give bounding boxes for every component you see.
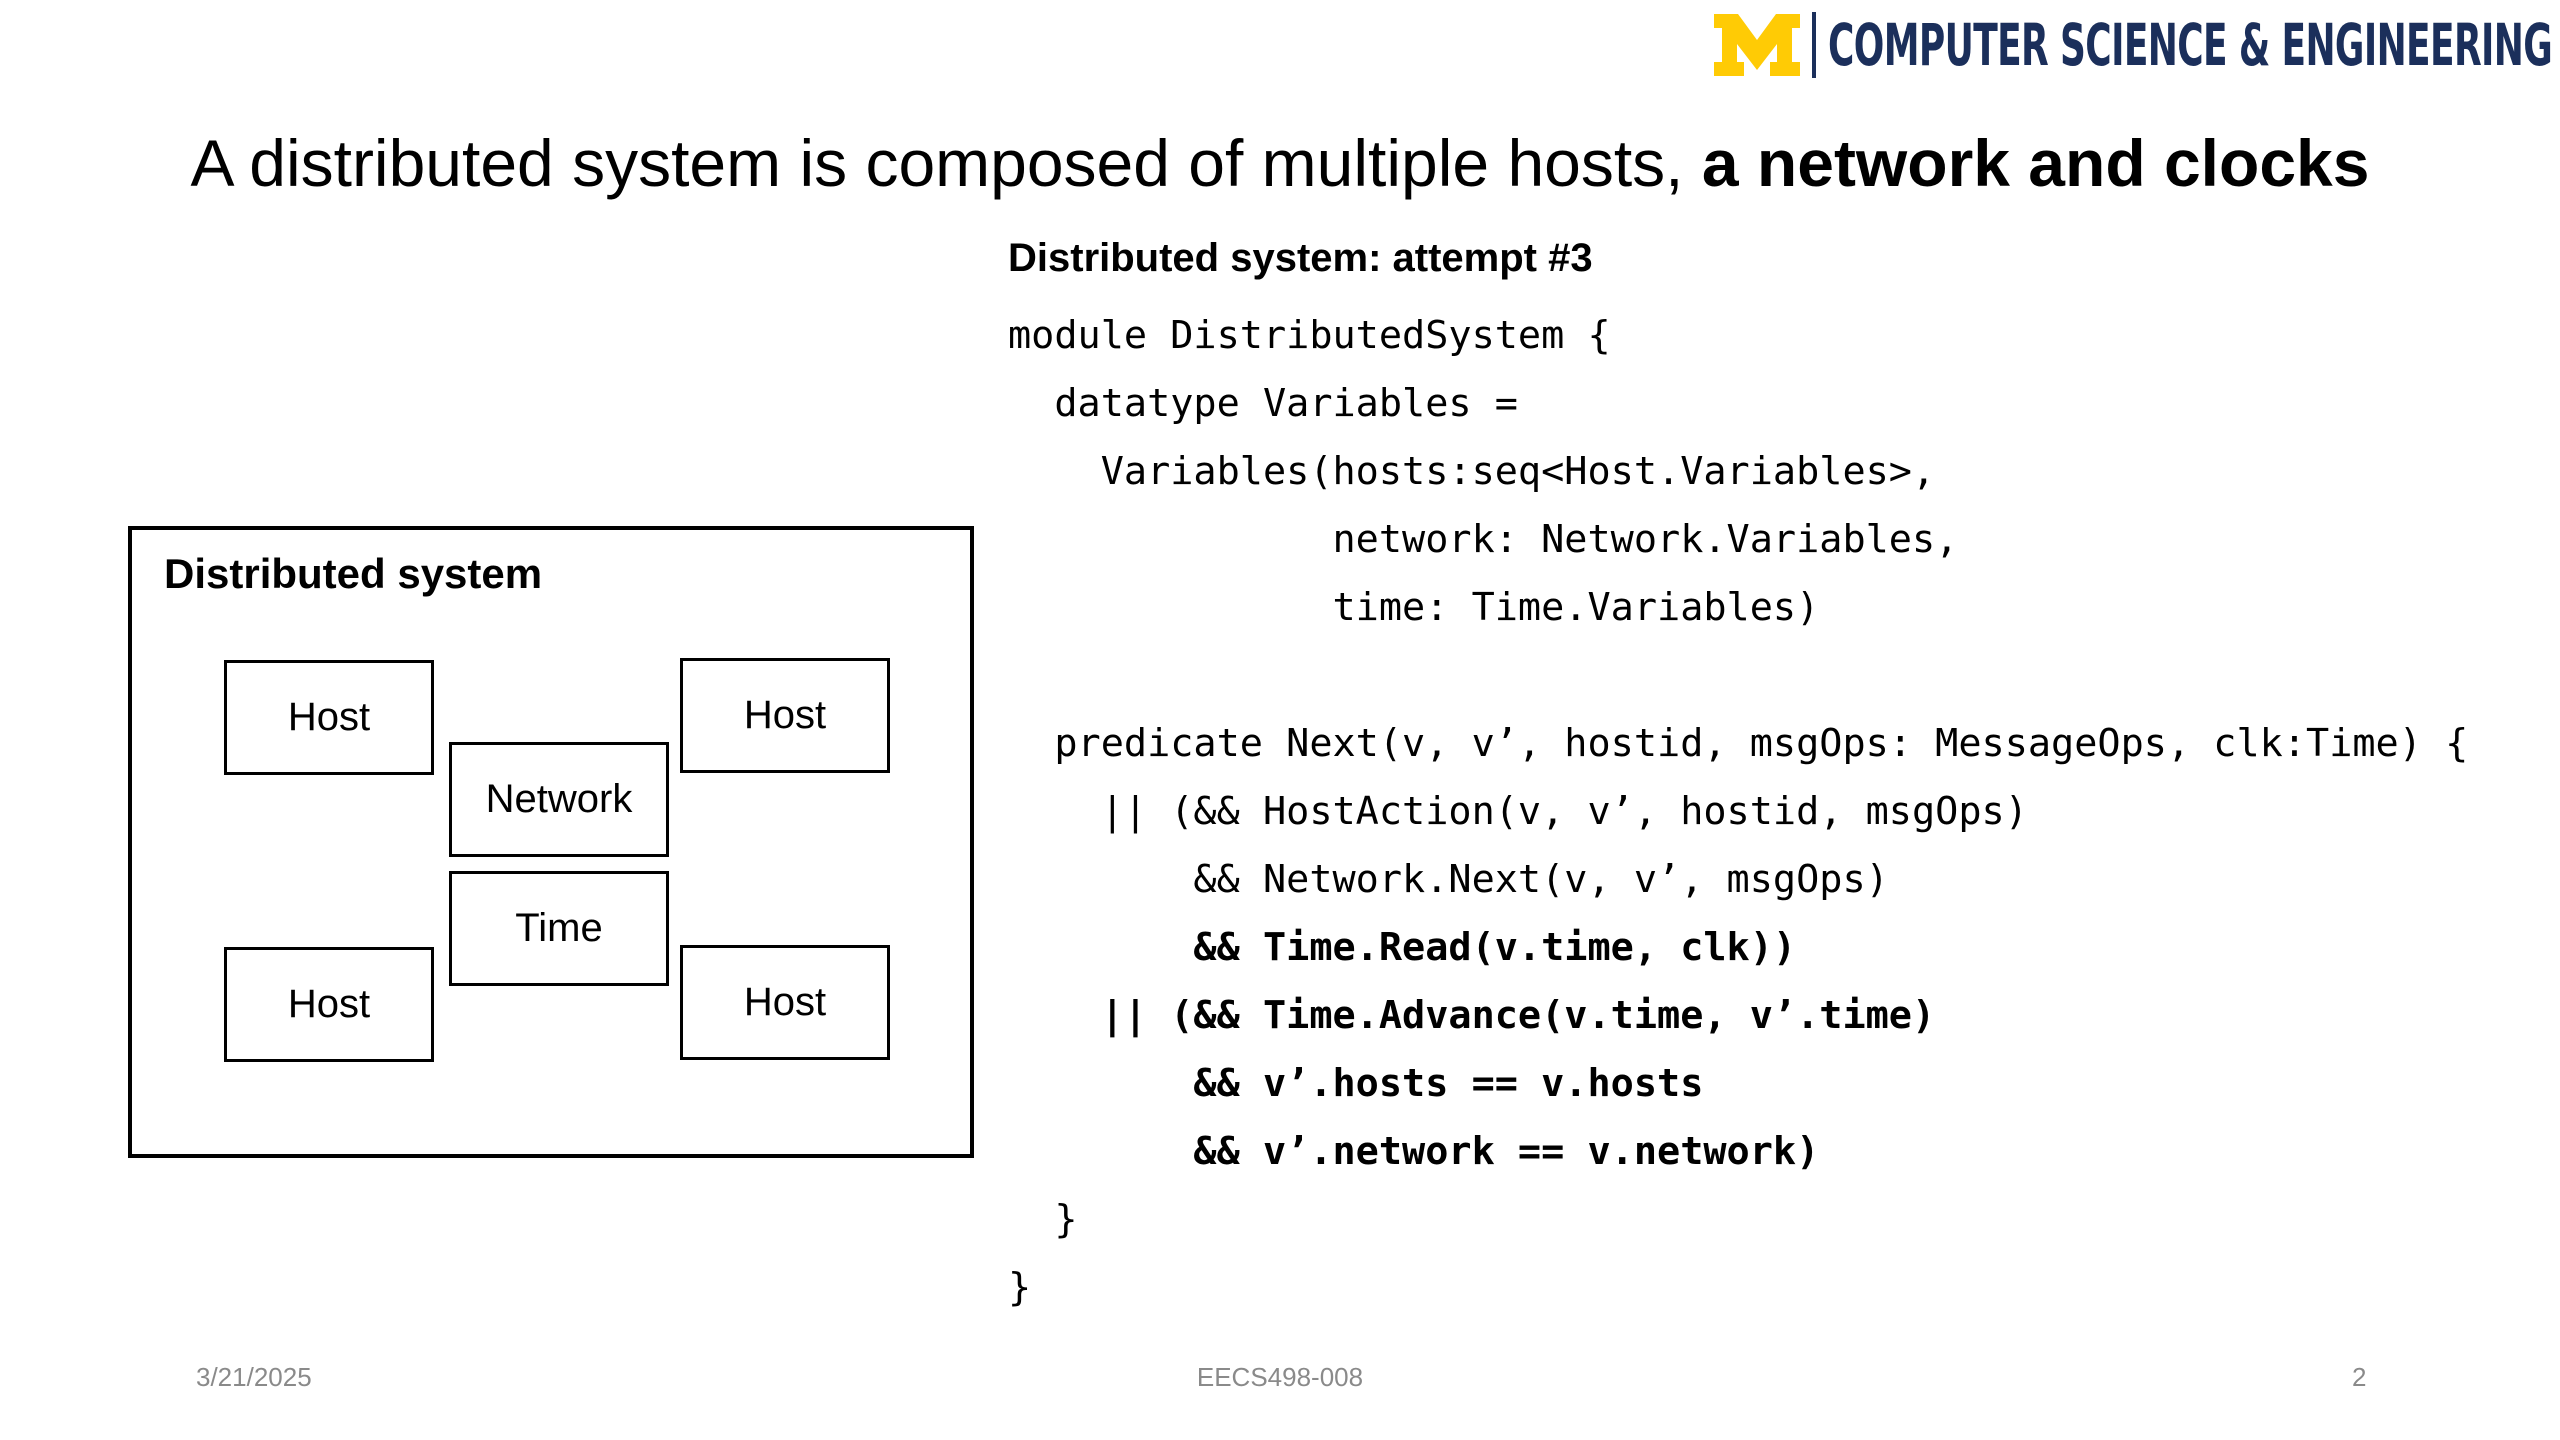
logo-divider xyxy=(1812,12,1816,78)
code-line: || (&& Time.Advance(v.time, v’.time) xyxy=(1008,993,1936,1038)
diagram-title: Distributed system xyxy=(164,550,543,597)
code-line: } xyxy=(1008,1265,1032,1310)
time-node: Time xyxy=(449,871,669,986)
slide-title-regular: A distributed system is composed of mult… xyxy=(190,126,1702,200)
code-line: && v’.network == v.network) xyxy=(1008,1129,1820,1174)
host-node-top-left: Host xyxy=(224,660,434,775)
header-logo: COMPUTER SCIENCE & ENGINEERING xyxy=(1712,8,2553,82)
footer-date: 3/21/2025 xyxy=(196,1362,312,1392)
slide-title-bold: a network and clocks xyxy=(1701,126,2370,200)
distributed-system-diagram: Distributed system Host Host Network Tim… xyxy=(128,526,974,1158)
code-line: Variables(hosts:seq<Host.Variables>, xyxy=(1008,449,1936,494)
host-node-top-right: Host xyxy=(680,658,890,773)
footer-course: EECS498-008 xyxy=(1196,1362,1364,1392)
host-node-bottom-left: Host xyxy=(224,947,434,1062)
code-line: module DistributedSystem { xyxy=(1008,313,1611,358)
footer-page-number: 2 xyxy=(2352,1362,2367,1392)
code-line: network: Network.Variables, xyxy=(1008,517,1959,562)
code-line: && Time.Read(v.time, clk)) xyxy=(1008,925,1797,970)
network-node: Network xyxy=(449,742,669,857)
slide-title: A distributed system is composed of mult… xyxy=(0,118,2560,208)
code-heading: Distributed system: attempt #3 xyxy=(1008,236,1593,280)
block-m-logo-icon xyxy=(1714,14,1800,76)
host-node-bottom-right: Host xyxy=(680,945,890,1060)
code-line: || (&& HostAction(v, v’, hostid, msgOps) xyxy=(1008,789,2028,834)
code-line: && Network.Next(v, v’, msgOps) xyxy=(1008,857,1889,902)
code-line xyxy=(1008,642,2468,710)
code-line: } xyxy=(1008,1197,1078,1242)
code-line: time: Time.Variables) xyxy=(1008,585,1820,630)
code-line: && v’.hosts == v.hosts xyxy=(1008,1061,1704,1106)
logo-text: COMPUTER SCIENCE & ENGINEERING xyxy=(1828,11,2553,79)
code-line: datatype Variables = xyxy=(1008,381,1518,426)
code-line: predicate Next(v, v’, hostid, msgOps: Me… xyxy=(1008,721,2469,766)
code-block: module DistributedSystem { datatype Vari… xyxy=(1008,302,2468,1322)
